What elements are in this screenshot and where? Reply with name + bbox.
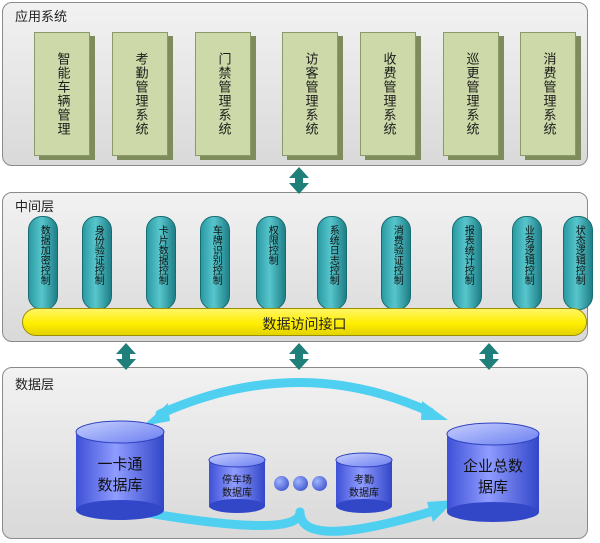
double-arrow-icon (116, 343, 136, 370)
data-layer: 数据层 (2, 367, 588, 539)
app-module-attendance[interactable]: 考勤管理系统 (112, 32, 168, 156)
attendance-database-label[interactable]: 考勤 数据库 (349, 475, 379, 499)
middleware-card-data[interactable]: 卡片数据控制 (146, 216, 176, 310)
app-module-access[interactable]: 门禁管理系统 (195, 32, 251, 156)
app-module-visitor[interactable]: 访客管理系统 (282, 32, 338, 156)
right-database-label[interactable]: 企业总数 据库 (462, 457, 523, 496)
middle-layer-title: 中间层 (15, 200, 55, 215)
middleware-business[interactable]: 业务逻辑控制 (512, 216, 542, 310)
middleware-encryption[interactable]: 数据加密控制 (28, 216, 58, 310)
app-module-fee[interactable]: 收费管理系统 (360, 32, 416, 156)
application-layer-title: 应用系统 (15, 10, 68, 25)
middleware-plate[interactable]: 车牌识别控制 (200, 216, 230, 310)
app-module-vehicle[interactable]: 智能车辆管理 (34, 32, 90, 156)
data-access-interface-label: 数据访问接口 (262, 317, 347, 333)
left-database-label[interactable]: 一卡通 数据库 (97, 455, 143, 494)
double-arrow-icon (479, 343, 499, 370)
data-access-interface-bus[interactable]: 数据访问接口 (22, 308, 587, 336)
app-module-patrol[interactable]: 巡更管理系统 (443, 32, 499, 156)
middleware-state[interactable]: 状态逻辑控制 (563, 216, 593, 310)
middleware-report[interactable]: 报表统计控制 (452, 216, 482, 310)
parking-database-label[interactable]: 停车场 数据库 (222, 475, 252, 499)
middleware-log[interactable]: 系统日志控制 (317, 216, 347, 310)
middleware-identity[interactable]: 身份验证控制 (82, 216, 112, 310)
middleware-permission[interactable]: 权限控制 (256, 216, 286, 310)
middleware-consumption-verify[interactable]: 消费验证控制 (381, 216, 411, 310)
app-module-consumption[interactable]: 消费管理系统 (520, 32, 576, 156)
double-arrow-icon (289, 167, 309, 194)
double-arrow-icon (289, 343, 309, 370)
data-layer-title: 数据层 (15, 378, 55, 393)
